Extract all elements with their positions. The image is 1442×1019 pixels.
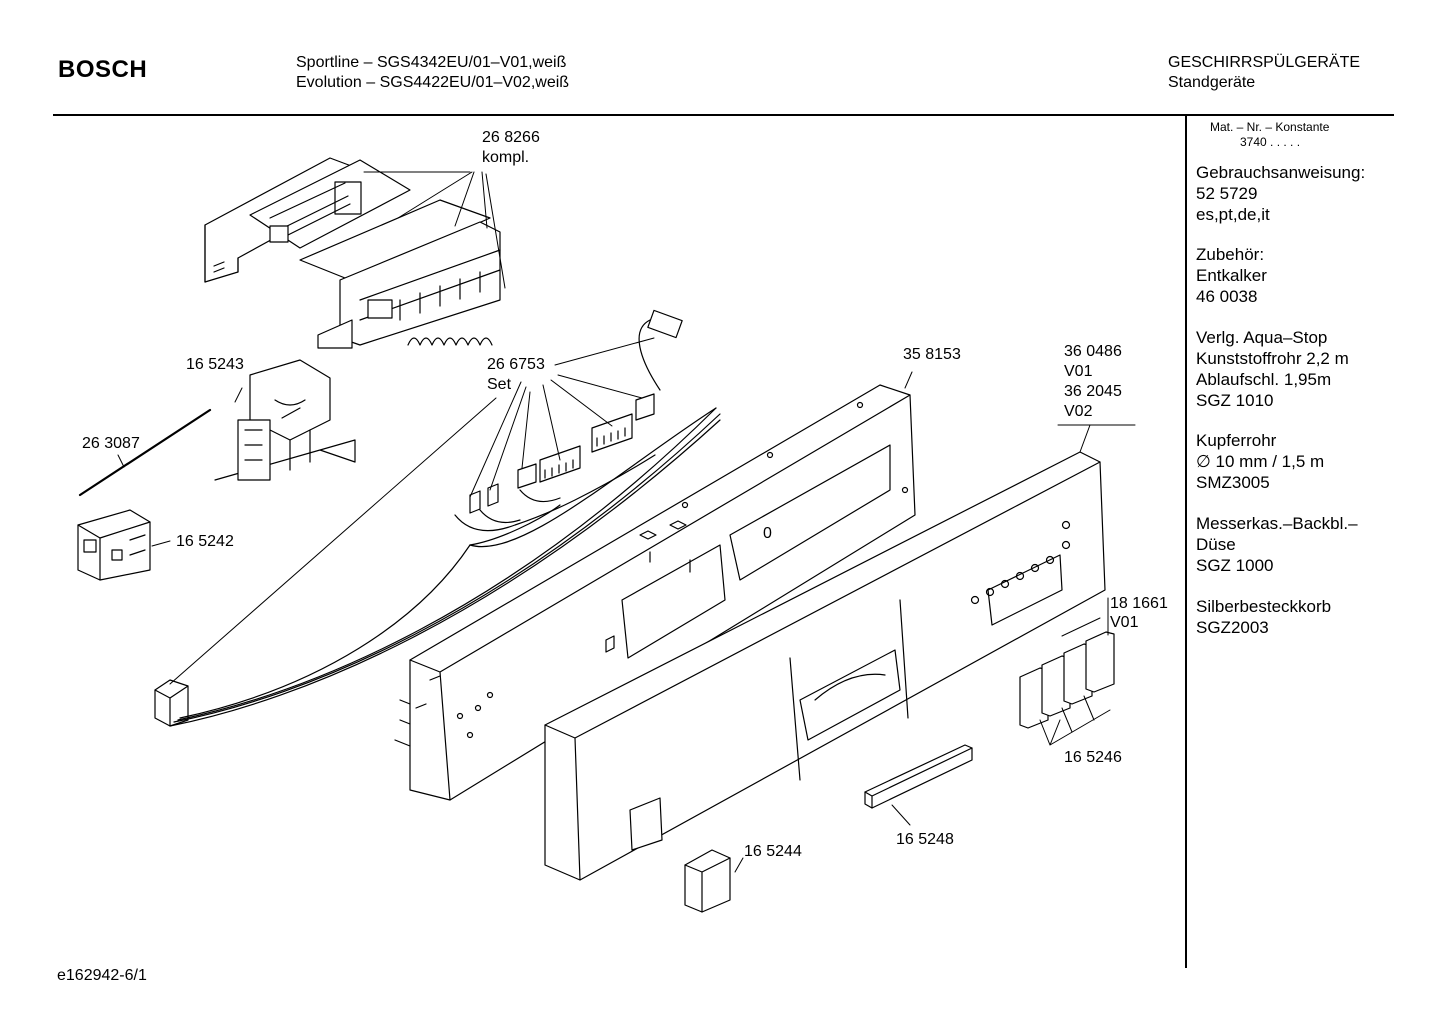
- part-label-165242: 16 5242: [176, 533, 234, 550]
- sidebar-text: Zubehör:: [1196, 245, 1265, 264]
- part-label-165248: 16 5248: [896, 831, 954, 848]
- part-label-165246: 16 5246: [1064, 749, 1122, 766]
- part-label-165244: 16 5244: [744, 843, 802, 860]
- sidebar-divider: [1185, 116, 1187, 968]
- part-label-360486: 36 0486: [1064, 343, 1122, 360]
- sidebar-block-cutlery: Silberbesteckkorb SGZ2003: [1196, 596, 1331, 638]
- category-subtitle: Standgeräte: [1168, 74, 1256, 91]
- sidebar-text: es,pt,de,it: [1196, 205, 1270, 224]
- sidebar-text: Ablaufschl. 1,95m: [1196, 370, 1332, 389]
- wiring-harness: [154, 309, 721, 727]
- brand-logo: BOSCH: [58, 56, 148, 83]
- sidebar-text: 52 5729: [1196, 184, 1258, 203]
- drawing-id: e162942-6/1: [57, 967, 147, 984]
- part-16-5242: [77, 509, 151, 581]
- sidebar-text: Gebrauchsanweisung:: [1196, 163, 1366, 182]
- sidebar-text: Silberbesteckkorb: [1196, 597, 1332, 616]
- header-rule: [53, 114, 1394, 116]
- part-note-kompl: kompl.: [482, 149, 530, 166]
- knob-16-5244: [684, 849, 731, 913]
- part-label-165243: 16 5243: [186, 356, 244, 373]
- part-label-362045: 36 2045: [1064, 383, 1122, 400]
- front-panel: [544, 451, 1106, 881]
- panel-mark: 0: [763, 525, 772, 542]
- category-title: GESCHIRRSPÜLGERÄTE: [1168, 54, 1361, 71]
- sidebar-text: 46 0038: [1196, 287, 1258, 306]
- sidebar-text: SGZ 1010: [1196, 391, 1274, 410]
- part-label-268266: 26 8266: [482, 129, 540, 146]
- sidebar-text: SGZ2003: [1196, 618, 1269, 637]
- part-16-5243: [214, 359, 356, 481]
- part-variant-181661-v01: V01: [1110, 614, 1139, 631]
- sidebar-block-nozzle: Messerkas.–Backbl.– Düse SGZ 1000: [1196, 513, 1358, 576]
- strip-16-5248: [864, 744, 973, 809]
- sidebar-text: Düse: [1196, 535, 1236, 554]
- sidebar-text: Kupferrohr: [1196, 431, 1277, 450]
- control-module: [204, 157, 501, 349]
- button-set-16-5246: [1019, 631, 1115, 729]
- part-label-263087: 26 3087: [82, 435, 140, 452]
- part-variant-v01: V01: [1064, 363, 1093, 380]
- sidebar-text: SMZ3005: [1196, 473, 1270, 492]
- sidebar-text: Verlg. Aqua–Stop: [1196, 328, 1328, 347]
- sidebar-text: Messerkas.–Backbl.–: [1196, 514, 1358, 533]
- sidebar-block-accessories: Zubehör: Entkalker 46 0038: [1196, 244, 1267, 307]
- exploded-parts-drawing: [77, 157, 1136, 913]
- mat-value: 3740 . . . . .: [1240, 135, 1301, 149]
- sidebar-text: SGZ 1000: [1196, 556, 1274, 575]
- rod-26-3087: [78, 408, 212, 497]
- part-note-set: Set: [487, 376, 512, 393]
- model-line-2: Evolution – SGS4422EU/01–V02,weiß: [296, 74, 570, 91]
- sidebar-text: ∅ 10 mm / 1,5 m: [1196, 452, 1325, 471]
- sidebar-block-manual: Gebrauchsanweisung: 52 5729 es,pt,de,it: [1196, 162, 1365, 225]
- sidebar-text: Kunststoffrohr 2,2 m: [1196, 349, 1349, 368]
- sidebar-text: Entkalker: [1196, 266, 1267, 285]
- part-label-358153: 35 8153: [903, 346, 961, 363]
- mat-label: Mat. – Nr. – Konstante: [1210, 120, 1330, 134]
- part-label-266753: 26 6753: [487, 356, 545, 373]
- sidebar-block-copper: Kupferrohr ∅ 10 mm / 1,5 m SMZ3005: [1196, 430, 1324, 493]
- sidebar-block-aquastop: Verlg. Aqua–Stop Kunststoffrohr 2,2 m Ab…: [1196, 327, 1349, 411]
- model-line-1: Sportline – SGS4342EU/01–V01,weiß: [296, 54, 567, 71]
- inner-panel-35-8153: [394, 384, 916, 801]
- part-variant-v02: V02: [1064, 403, 1093, 420]
- part-label-181661: 18 1661: [1110, 595, 1168, 612]
